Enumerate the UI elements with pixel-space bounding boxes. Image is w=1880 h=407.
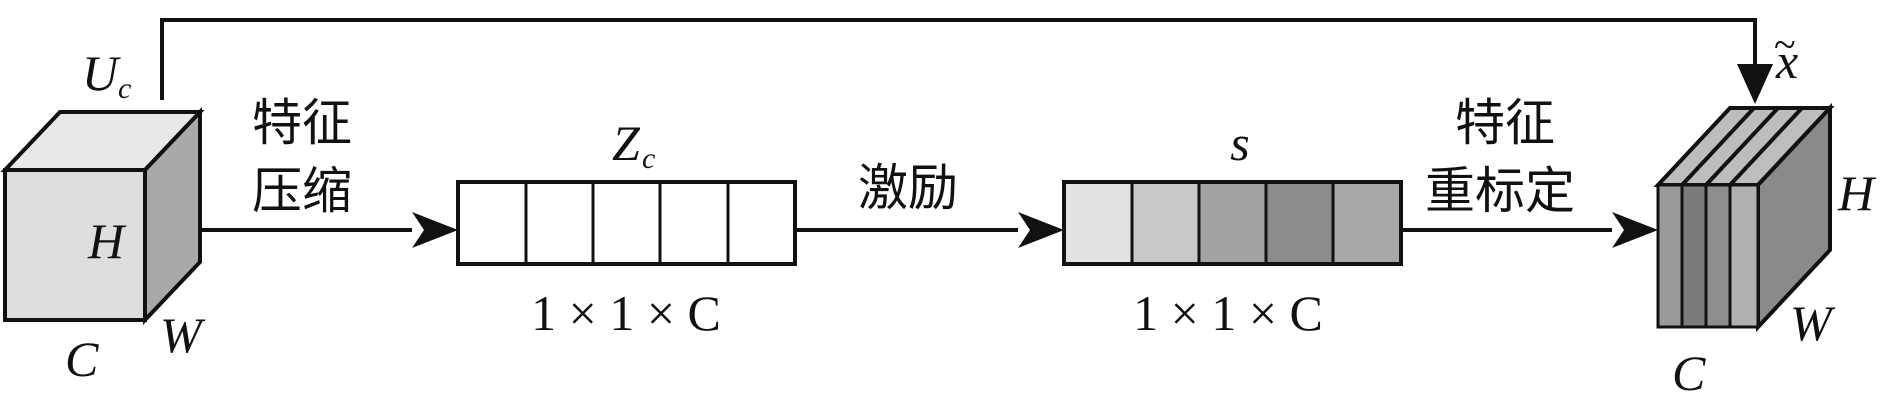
output-slice <box>1704 183 1732 329</box>
label-h-input: H <box>87 213 127 269</box>
label-w-output: W <box>1790 295 1836 351</box>
label-u-subscript: c <box>118 72 131 105</box>
cube-front-face <box>3 168 147 322</box>
output-top-divider <box>1728 106 1804 187</box>
z-label: Z <box>612 115 641 171</box>
output-block <box>1653 102 1835 333</box>
z-vector <box>456 180 797 266</box>
input-cube <box>0 106 205 326</box>
squeeze-label-line1: 特征 <box>252 94 352 152</box>
s-cell <box>1264 180 1335 266</box>
s-dims-label: 1 × 1 × C <box>1133 285 1323 341</box>
s-cell <box>1062 180 1134 266</box>
s-vector <box>1062 180 1403 266</box>
output-top-divider <box>1680 106 1756 187</box>
label-tilde: ~ <box>1774 22 1796 67</box>
s-label: s <box>1230 115 1249 171</box>
label-c-output: C <box>1672 345 1706 401</box>
excitation-label: 激励 <box>858 159 958 217</box>
output-top-divider <box>1704 106 1780 187</box>
s-cell <box>1197 180 1268 266</box>
reweight-label-line2: 重标定 <box>1425 162 1575 220</box>
s-cell <box>1331 180 1403 266</box>
s-vector-frame <box>1062 180 1403 266</box>
label-w-input: W <box>160 307 206 363</box>
s-cell <box>1130 180 1201 266</box>
reweight-arrow <box>1401 212 1658 248</box>
z-label-subscript: c <box>642 142 655 175</box>
output-slice <box>1656 183 1684 329</box>
label-x-tilde: x <box>1775 33 1798 89</box>
squeeze-label-line2: 压缩 <box>252 162 352 220</box>
excitation-arrow <box>795 212 1064 248</box>
z-dims-label: 1 × 1 × C <box>531 285 721 341</box>
output-slice <box>1680 183 1708 329</box>
skip-connection-arrow <box>160 18 1773 104</box>
label-h-output: H <box>1837 165 1877 221</box>
label-u: U <box>82 45 121 101</box>
output-slice <box>1728 183 1760 329</box>
squeeze-arrow <box>200 212 458 248</box>
reweight-label-line1: 特征 <box>1455 94 1555 152</box>
z-vector-frame <box>456 180 797 266</box>
label-c-input: C <box>65 331 99 387</box>
